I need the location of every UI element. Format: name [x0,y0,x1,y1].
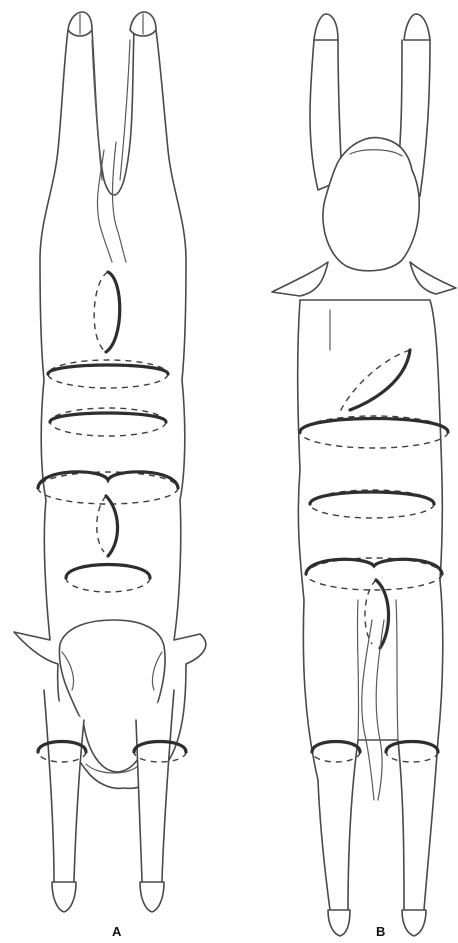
panel-b-body-outline [298,300,443,918]
panel-b-label: B [376,924,385,939]
panel-a-drawing [14,12,206,912]
panel-b-drawing [272,14,456,936]
panel-a-foreleg-right [136,690,174,889]
panel-b-hoof-right-top [404,14,430,40]
panel-a-hoof-right-bottom [140,882,164,912]
panel-b-hoof-left-bottom [328,910,350,936]
panel-b-hoof-left-top [314,14,338,40]
panel-b-ear-left [272,262,328,296]
panel-a-label: A [112,924,121,939]
panel-b-hoof-right-bottom [402,910,426,936]
panel-b-ear-right [410,262,456,294]
panel-a-hoof-left-bottom [52,882,76,912]
panel-a-foreleg-left [44,690,84,889]
